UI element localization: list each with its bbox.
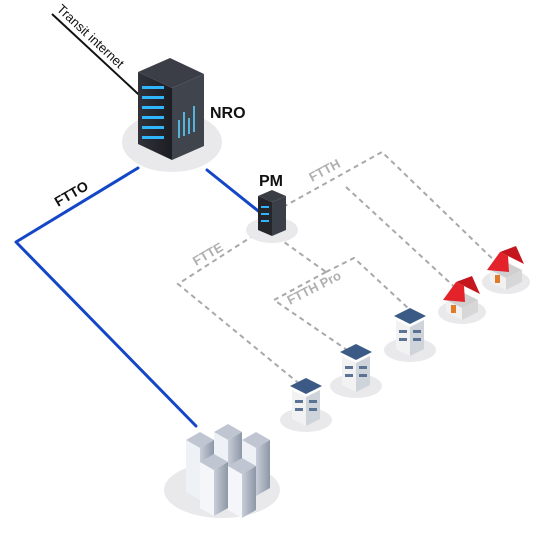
nro-node: NRO: [122, 58, 246, 172]
office-building-icon: [394, 308, 426, 356]
business-node-3: [280, 378, 332, 432]
house-icon: [443, 276, 480, 320]
office-building-icon: [290, 378, 322, 426]
home-node-2: [438, 276, 486, 324]
business-node-2: [330, 344, 382, 398]
server-rack-icon: [138, 58, 204, 160]
pm-label: PM: [259, 173, 283, 190]
ftto-link: FTTO: [14, 166, 264, 428]
home-node-1: [482, 246, 530, 294]
cabinet-icon: [258, 190, 286, 236]
skyscraper-cluster-icon: [186, 424, 270, 518]
enterprise-node: [164, 424, 280, 518]
ftth-pro-label: FTTH Pro: [285, 268, 344, 308]
ftth-label: FTTH: [306, 156, 342, 185]
nro-label: NRO: [210, 105, 246, 122]
transit-internet-link: Transit internet: [51, 1, 151, 106]
business-node-1: [384, 308, 436, 362]
transit-internet-label: Transit internet: [54, 1, 128, 71]
ftto-label: FTTO: [52, 178, 92, 210]
office-building-icon: [340, 344, 372, 392]
pm-node: PM: [246, 173, 298, 243]
house-icon: [487, 246, 524, 290]
